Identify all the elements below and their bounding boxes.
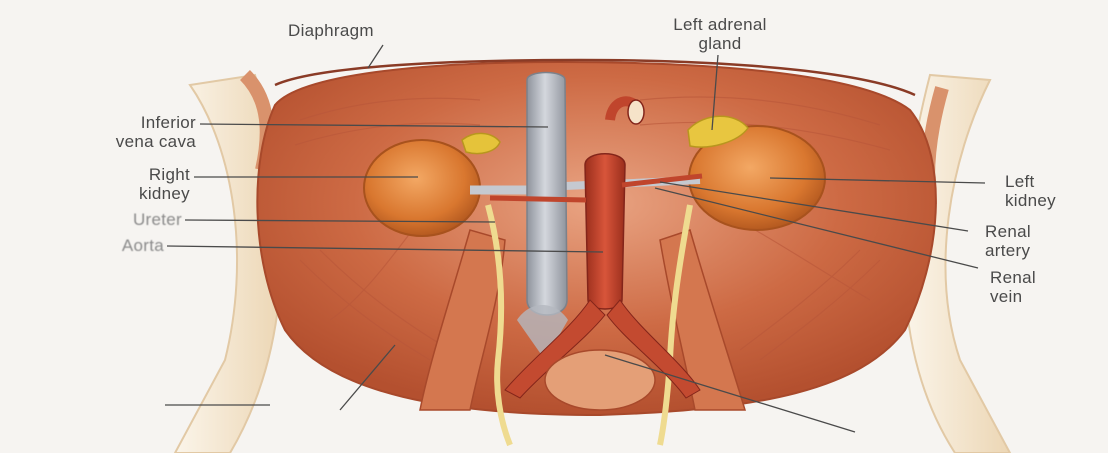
label-diaphragm: Diaphragm [288, 21, 374, 40]
label-aorta: Aorta [60, 236, 164, 255]
inferior-vena-cava-shape [527, 73, 567, 316]
right-renal-artery [490, 198, 586, 200]
label-renal-artery: Renal artery [985, 222, 1031, 260]
label-left-kidney: Left kidney [1005, 172, 1056, 210]
bladder-shape [545, 350, 655, 410]
label-left-adrenal-gland: Left adrenal gland [625, 15, 815, 53]
aorta-shape [585, 154, 625, 309]
label-right-kidney: Right kidney [60, 165, 190, 203]
label-ureter: Ureter [60, 210, 182, 229]
label-inferior-vena-cava: Inferior vena cava [0, 113, 196, 151]
label-renal-vein: Renal vein [990, 268, 1036, 306]
